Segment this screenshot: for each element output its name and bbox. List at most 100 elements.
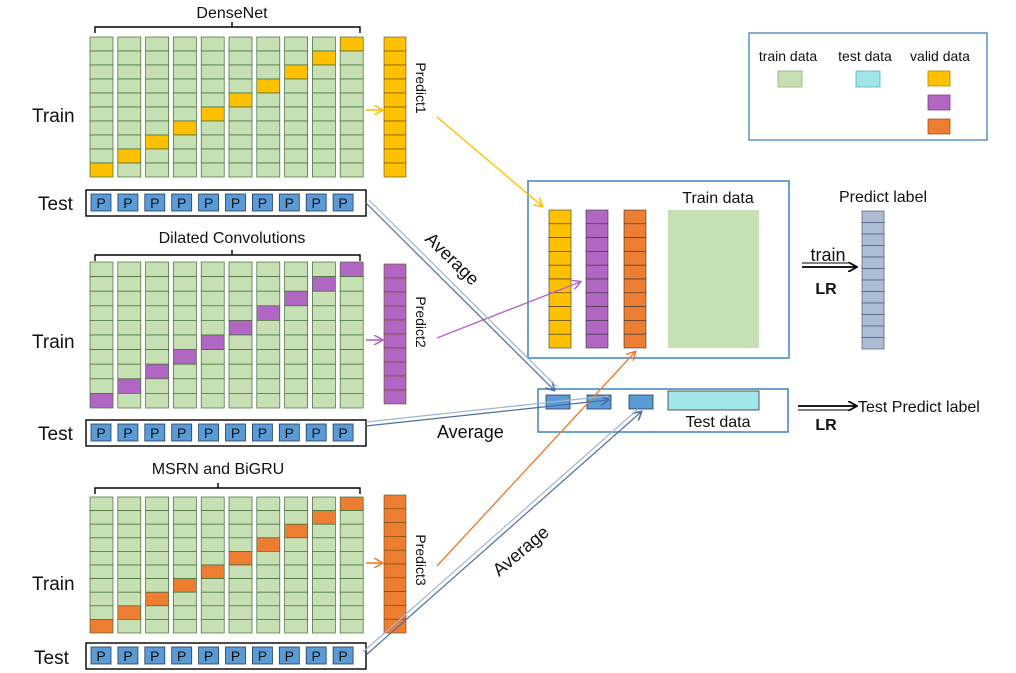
model-1-folds — [89, 36, 364, 178]
train-fold-cell — [256, 551, 281, 566]
train-fold-cell — [228, 349, 253, 365]
train-fold-cell — [256, 378, 281, 394]
train-fold-cell — [284, 334, 308, 350]
train-fold-cell — [173, 64, 197, 80]
label-cell — [861, 325, 885, 338]
model-2-folds — [89, 261, 364, 409]
meta-train-cell — [548, 209, 572, 225]
meta-train-cell — [585, 264, 609, 280]
train-fold-cell — [339, 378, 364, 394]
arrow-predict3-to-meta — [436, 352, 635, 567]
train-fold-cell — [200, 92, 225, 108]
train-fold-cell — [339, 162, 364, 178]
predict-cell — [383, 120, 407, 136]
train-fold-cell — [228, 523, 253, 539]
train-fold-cell — [145, 148, 169, 164]
train-fold-cell — [173, 290, 197, 307]
train-fold-cell — [312, 36, 336, 52]
valid-fold-cell — [256, 78, 281, 94]
test-prediction-cell-label: P — [338, 195, 347, 211]
train-fold-cell — [339, 393, 364, 409]
valid-fold-cell — [117, 605, 142, 620]
test-prediction-cell — [305, 423, 327, 442]
train-fold-cell — [284, 120, 308, 136]
train-fold-cell — [228, 162, 253, 178]
train-fold-cell — [117, 50, 142, 66]
meta-test-data-label: Test data — [686, 414, 751, 431]
train-fold-cell — [200, 276, 225, 292]
legend-valid-swatch-3 — [927, 118, 951, 135]
train-fold-cell — [200, 50, 225, 66]
train-fold-cell — [284, 305, 308, 321]
test-prediction-cell — [251, 193, 273, 212]
average-label-1: Average — [421, 228, 483, 289]
valid-fold-cell — [312, 276, 336, 292]
legend-train-swatch — [777, 70, 803, 88]
train-fold-cell — [256, 134, 281, 150]
train-fold-cell — [117, 290, 142, 307]
train-fold-cell — [228, 134, 253, 150]
train-fold-cell — [145, 334, 169, 350]
meta-predict1-column — [548, 209, 572, 349]
valid-fold-cell — [284, 523, 308, 539]
train-fold-cell — [256, 393, 281, 409]
test-prediction-cell-label: P — [204, 425, 213, 441]
predict-cell — [383, 319, 407, 335]
train-fold-cell — [145, 50, 169, 66]
meta-train-cell — [623, 333, 647, 349]
test-prediction-cell — [198, 193, 220, 212]
train-fold-cell — [339, 349, 364, 365]
train-fold-cell — [173, 537, 197, 552]
model-3-predict-column — [383, 494, 407, 634]
train-fold-cell — [117, 276, 142, 292]
predict-cell — [383, 389, 407, 405]
test-prediction-cell — [332, 646, 354, 665]
train-fold-cell — [228, 537, 253, 552]
meta-train-cell — [548, 251, 572, 266]
train-fold-cell — [173, 134, 197, 150]
meta-train-cell — [623, 278, 647, 294]
train-fold-cell — [89, 78, 114, 94]
predict-cell — [383, 291, 407, 307]
test-prediction-cell — [144, 193, 166, 212]
meta-test-data-block — [667, 390, 760, 411]
predict-cell — [383, 162, 407, 178]
valid-fold-cell — [312, 50, 336, 66]
test-prediction-cell-label: P — [177, 195, 186, 211]
test-prediction-cell-label: P — [312, 648, 321, 664]
valid-fold-cell — [256, 305, 281, 321]
train-fold-cell — [200, 605, 225, 620]
train-fold-cell — [117, 363, 142, 380]
train-fold-cell — [284, 591, 308, 607]
meta-train-cell — [585, 223, 609, 238]
model-3-train-label: Train — [32, 574, 75, 595]
train-fold-cell — [228, 290, 253, 307]
train-fold-cell — [173, 148, 197, 164]
model-1-predict-label: Predict1 — [413, 62, 429, 114]
train-fold-cell — [173, 363, 197, 380]
train-fold-cell — [200, 349, 225, 365]
predict-cell — [383, 361, 407, 377]
train-fold-cell — [117, 92, 142, 108]
train-fold-cell — [339, 537, 364, 552]
train-fold-cell — [312, 363, 336, 380]
train-fold-cell — [339, 523, 364, 539]
train-fold-cell — [145, 162, 169, 178]
train-fold-cell — [173, 564, 197, 579]
test-prediction-cell-label: P — [285, 195, 294, 211]
test-prediction-cell — [305, 193, 327, 212]
test-predict-label: Test Predict label — [858, 399, 980, 416]
train-fold-cell — [200, 162, 225, 178]
meta-train-cell — [585, 333, 609, 349]
train-fold-cell — [256, 92, 281, 108]
arrow-test3-average-shadow — [362, 408, 639, 653]
train-fold-cell — [339, 334, 364, 350]
train-fold-cell — [117, 261, 142, 277]
label-cell — [861, 314, 885, 327]
meta-train-data-block — [668, 210, 759, 348]
train-fold-cell — [256, 50, 281, 66]
model-3-predict-label: Predict3 — [413, 534, 429, 586]
train-fold-cell — [256, 496, 281, 511]
